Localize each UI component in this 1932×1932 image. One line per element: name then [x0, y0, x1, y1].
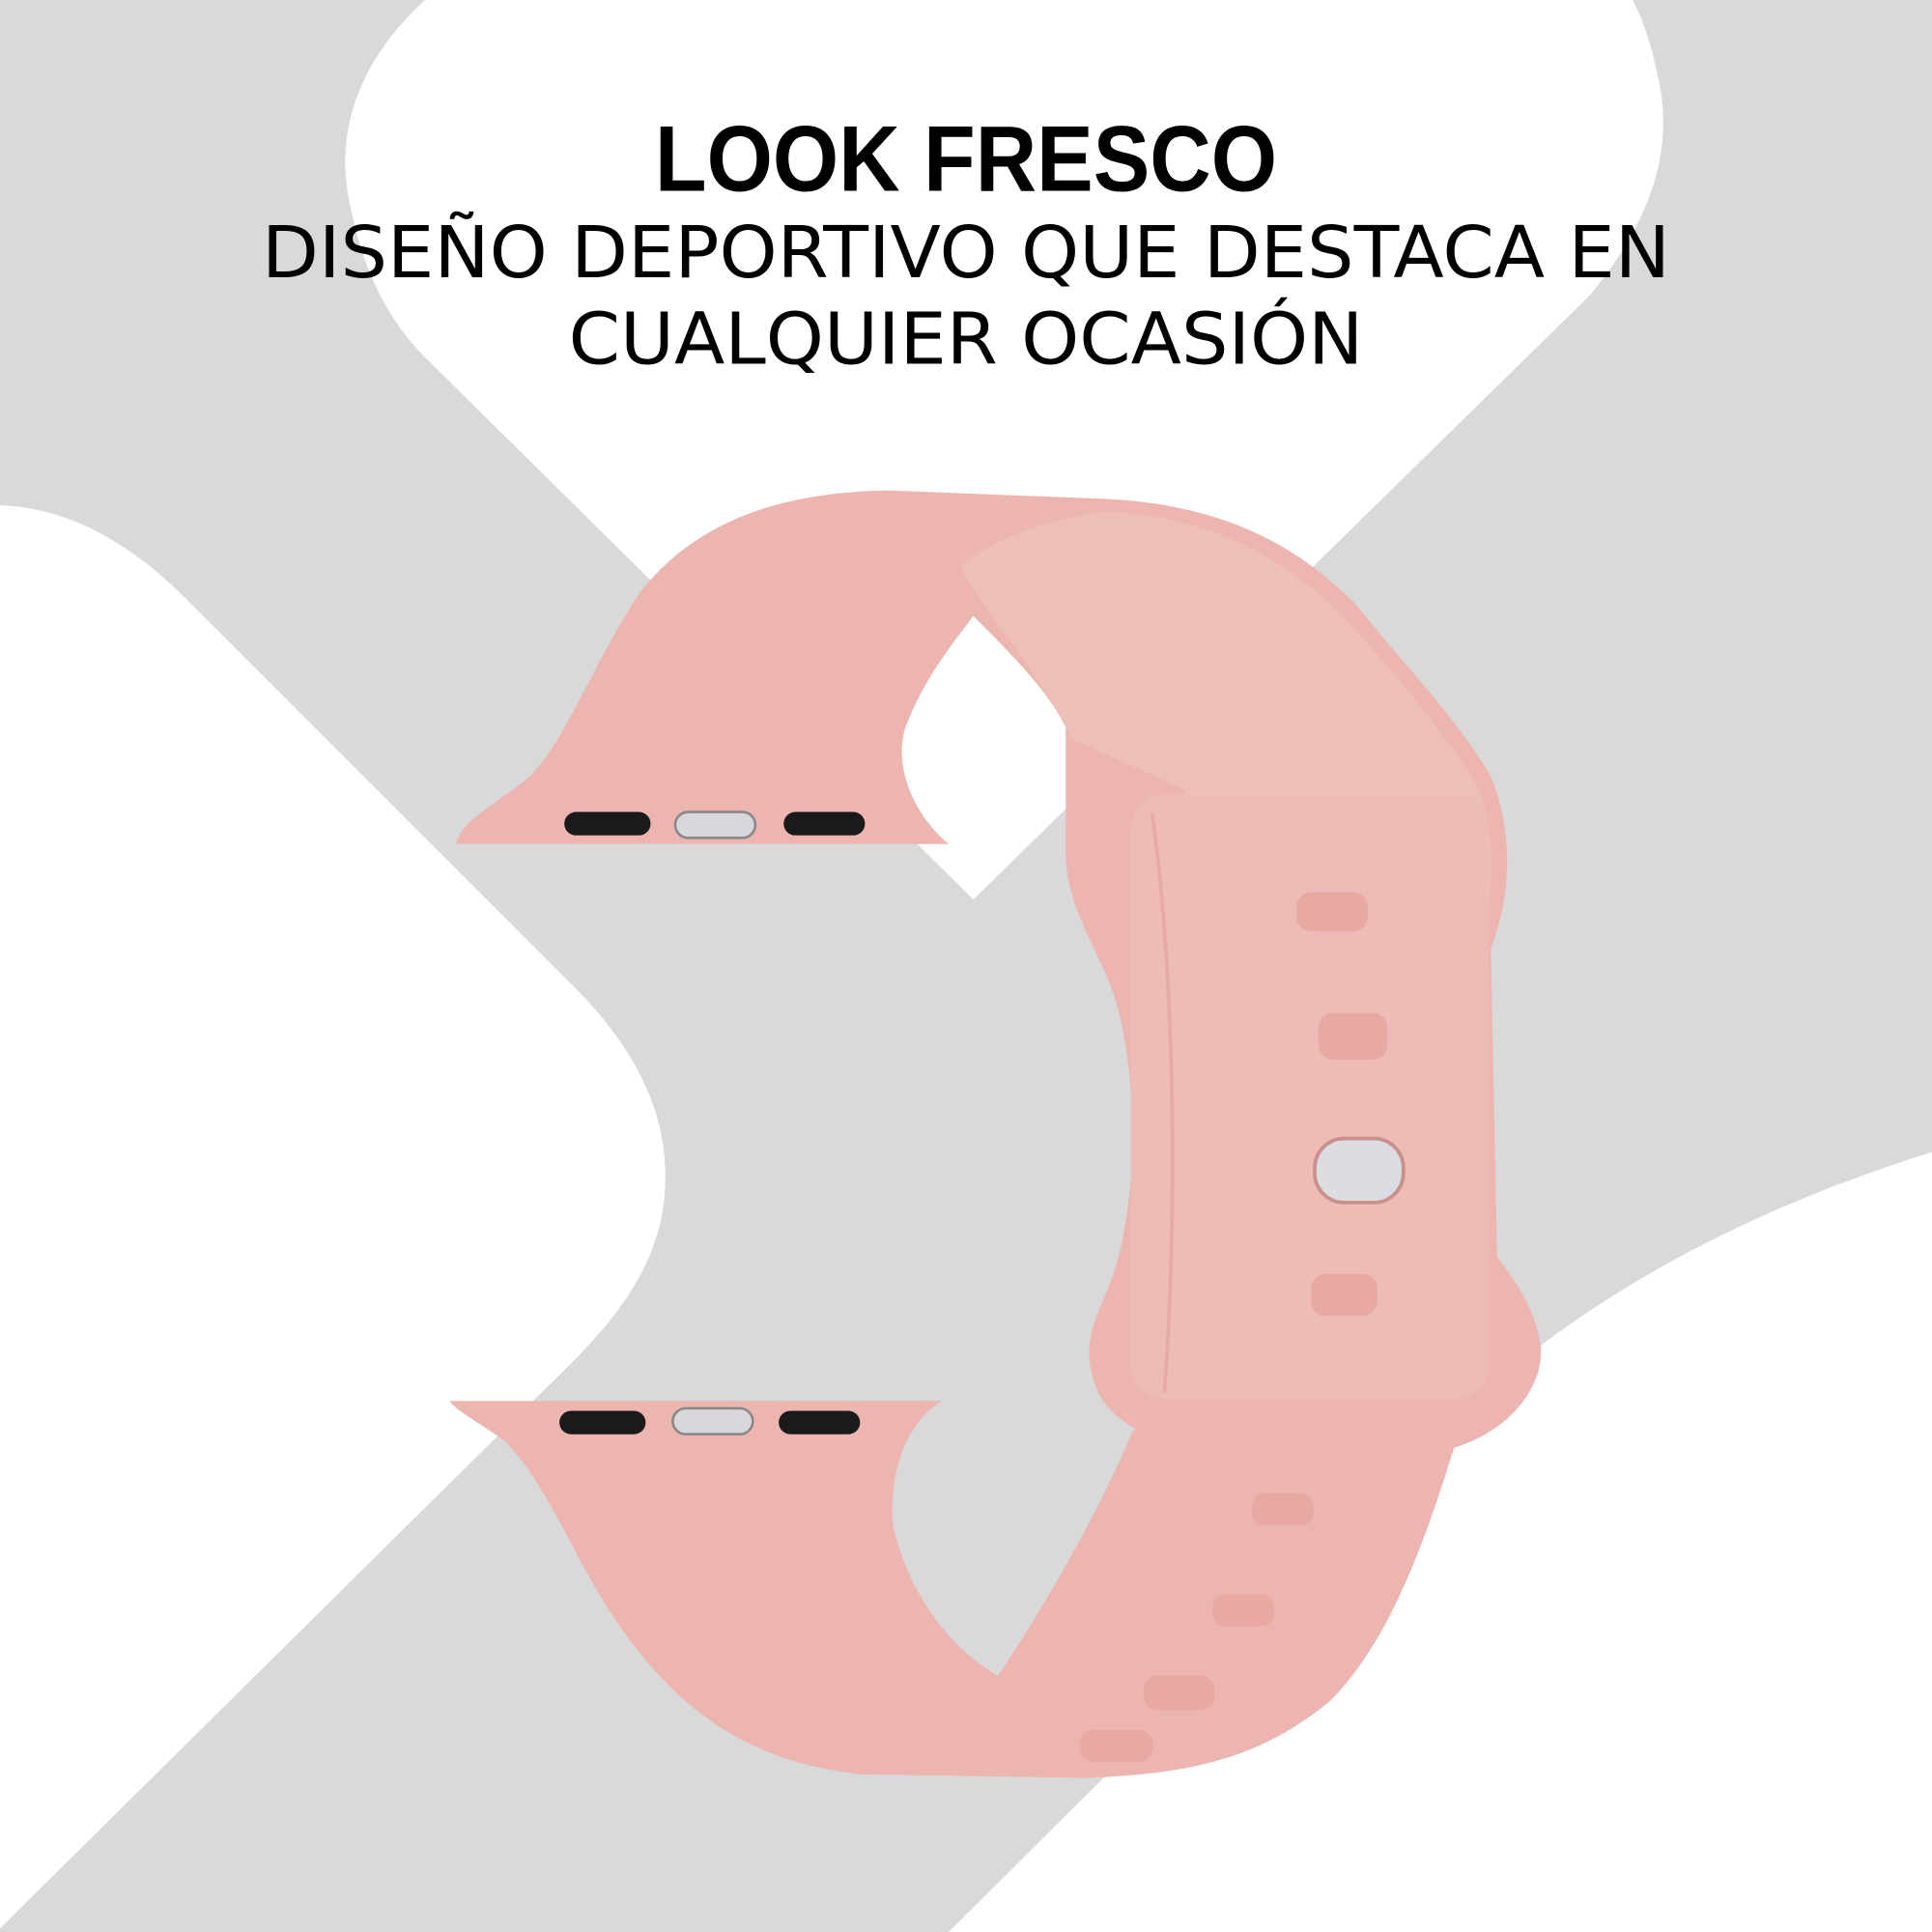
- band-hole: [1311, 1273, 1378, 1317]
- background-white-left-shape: [0, 504, 666, 1929]
- background-white-top-shape: [345, 0, 1663, 900]
- band-holes: [1079, 892, 1388, 1762]
- band-stud: [1313, 1136, 1406, 1205]
- band-hole: [1318, 1012, 1388, 1060]
- pin-silver-icon: [671, 1406, 754, 1435]
- pin-black-icon: [559, 1410, 646, 1435]
- band-hole: [1079, 1729, 1153, 1762]
- band-hole: [1212, 1594, 1274, 1627]
- pin-black-icon: [779, 1410, 861, 1435]
- pin-silver-icon: [673, 810, 757, 839]
- pin-black-icon: [564, 811, 651, 836]
- bottom-lug-pins: [559, 1406, 861, 1435]
- band-hole: [1143, 1675, 1215, 1711]
- band-hole: [1295, 892, 1368, 932]
- top-lug-pins: [564, 810, 866, 839]
- watch-band: [449, 490, 1542, 1778]
- band-hole: [1251, 1492, 1314, 1526]
- band-keeper-loop: [1130, 794, 1489, 1399]
- headline-subtitle-line-2: CUALQUIER OCASIÓN: [569, 296, 1364, 381]
- pin-black-icon: [783, 811, 866, 836]
- band-keeper-edge: [1150, 812, 1175, 1393]
- headline-subtitle-line-1: DISEÑO DEPORTIVO QUE DESTACA EN: [262, 211, 1670, 295]
- headline-title: LOOK FRESCO: [655, 106, 1277, 212]
